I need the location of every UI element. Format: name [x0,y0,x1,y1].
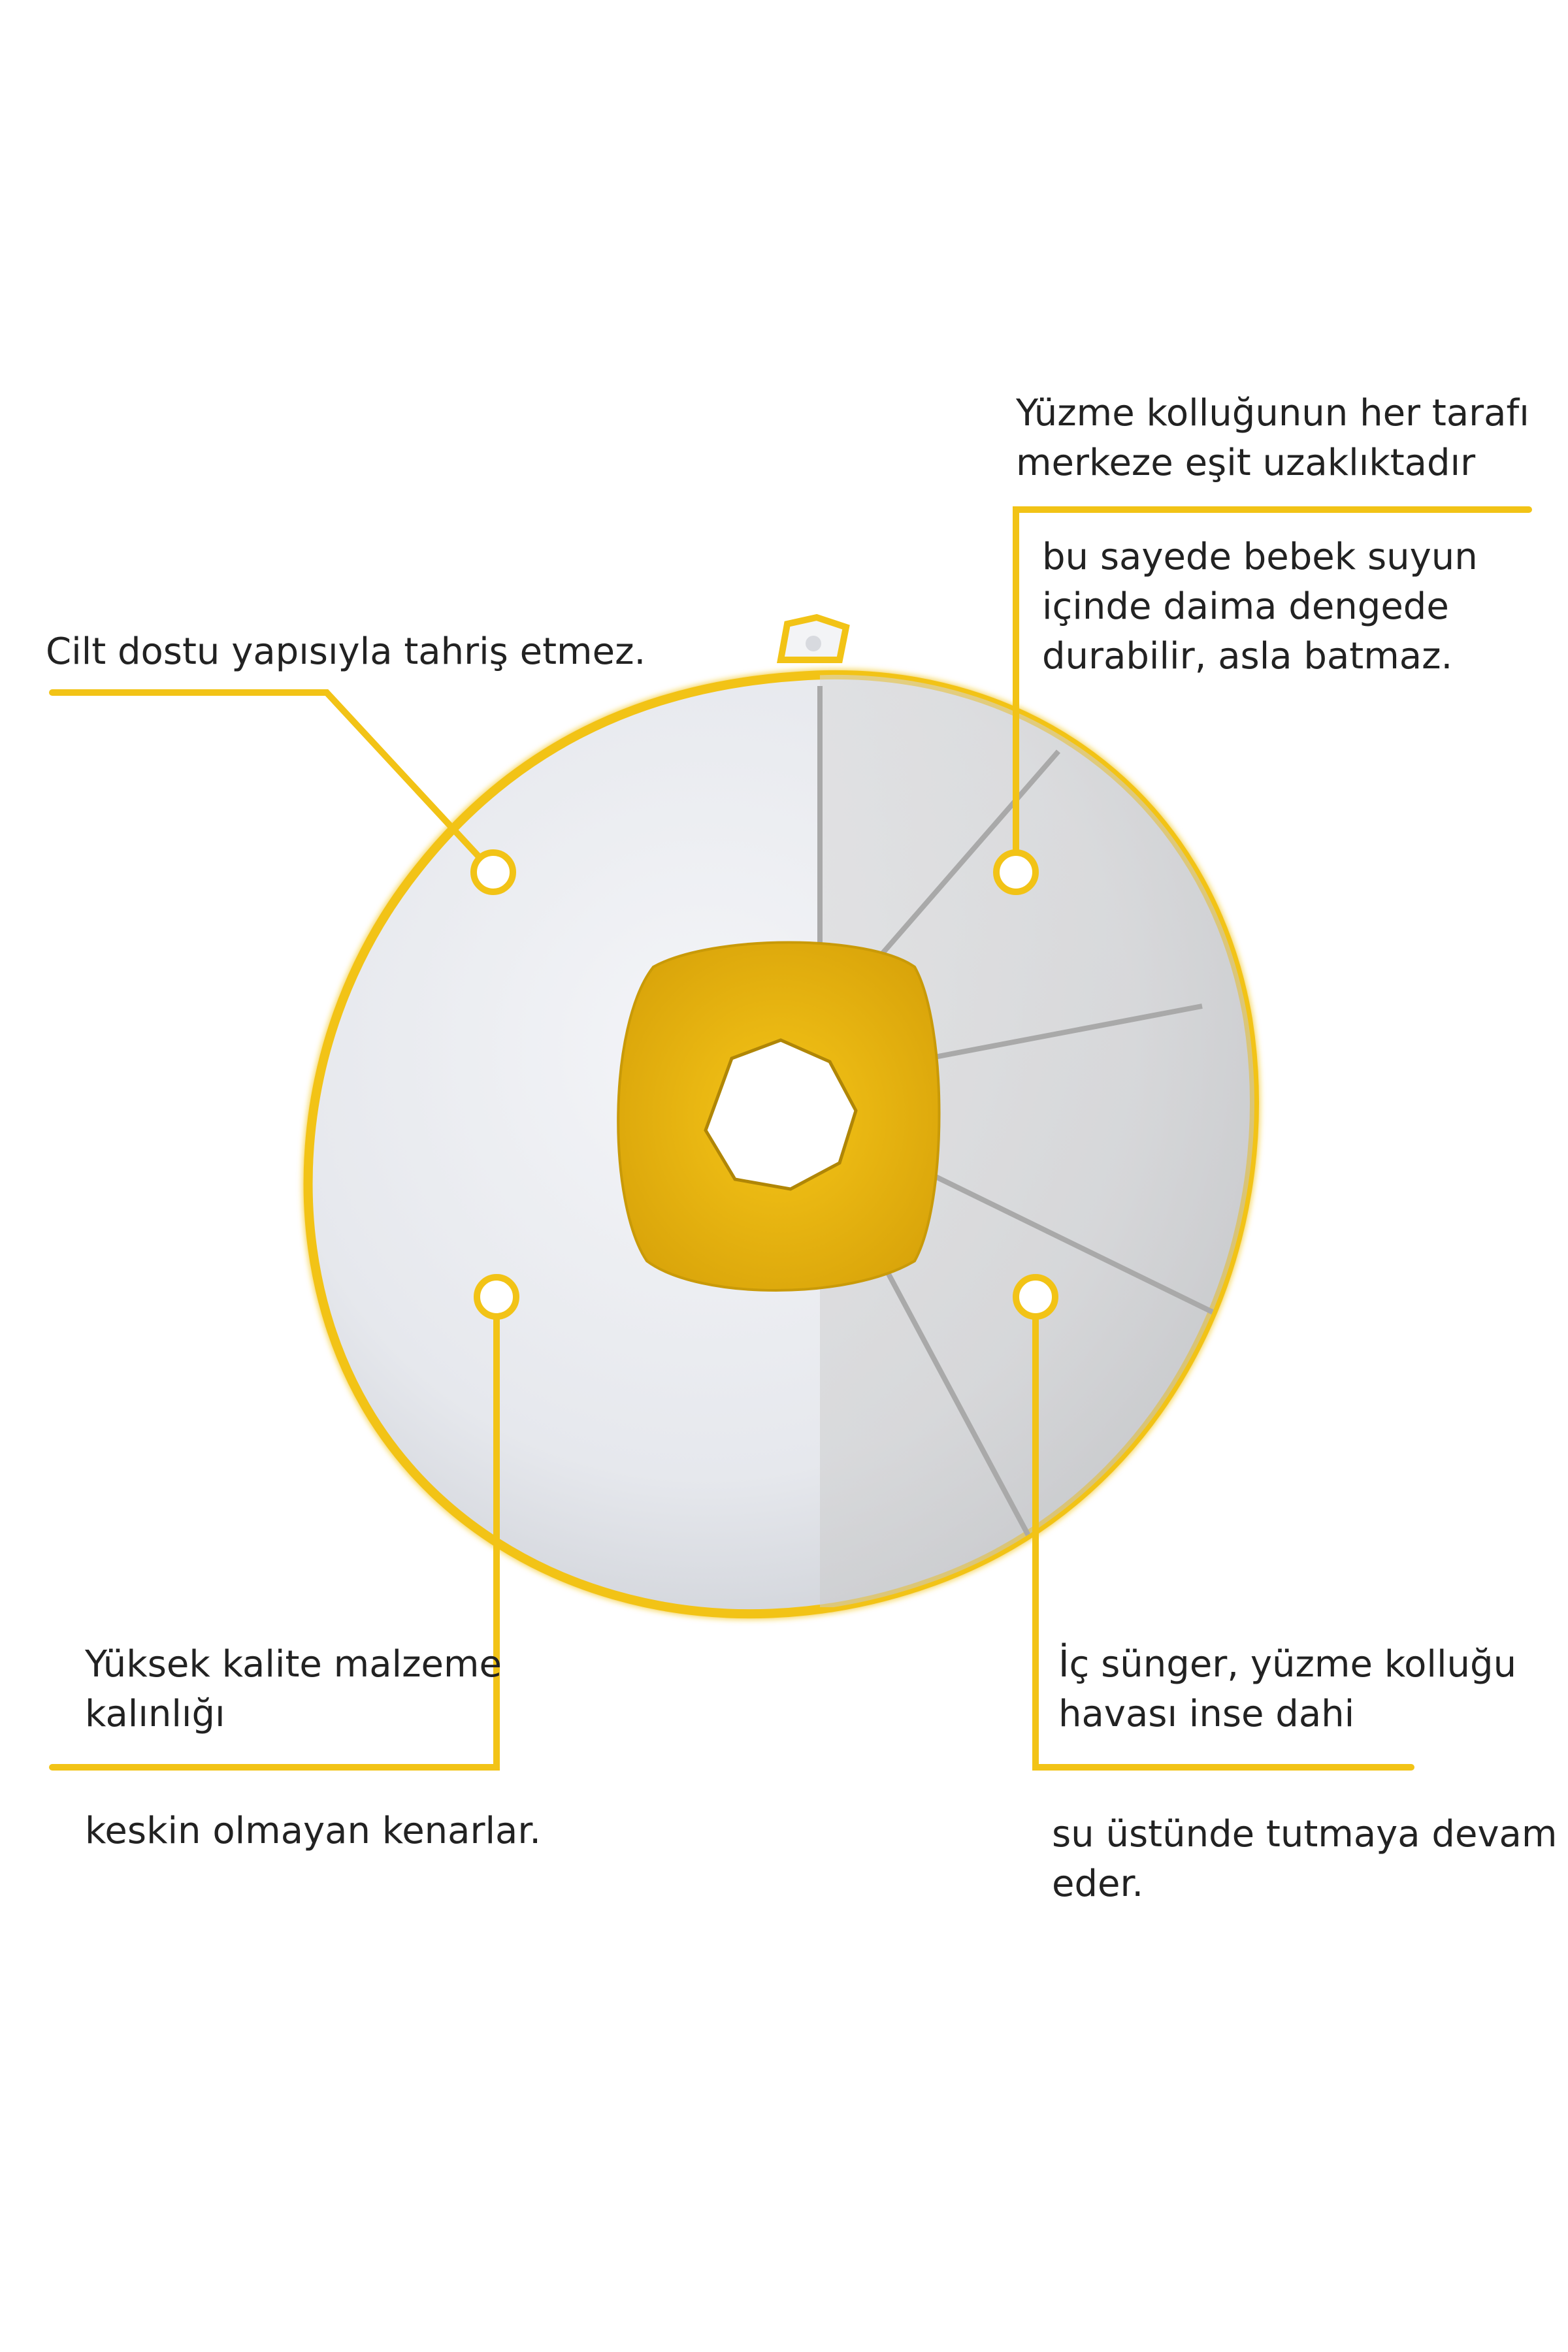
callout-bottom-left-heading: Yüksek kalite malzeme kalınlığı [85,1640,502,1739]
leader-line-top-right [1013,506,1532,875]
callout-bottom-left-line2: kalınlığı [85,1693,225,1735]
callout-top-right-sub3: durabilir, asla batmaz. [1042,635,1453,678]
marker-bottom-left [474,1274,519,1320]
callout-bottom-right-line2: havası inse dahi [1058,1693,1355,1735]
callout-bottom-right-line1: İç sünger, yüzme kolluğu [1058,1643,1517,1686]
marker-bottom-right [1013,1274,1058,1320]
valve-icon [777,613,850,663]
callout-bottom-right-detail: su üstünde tutmaya devam eder. [1052,1810,1557,1909]
callout-bottom-right-heading: İç sünger, yüzme kolluğu havası inse dah… [1058,1640,1516,1739]
callout-top-right-line2: merkeze eşit uzaklıktadır [1016,442,1476,484]
leader-line-top-left [49,689,497,875]
leader-line-bottom-left [49,1294,500,1771]
callout-bottom-right-sub1: su üstünde tutmaya devam [1052,1813,1558,1855]
callout-top-right-heading: Yüzme kolluğunun her tarafı merkeze eşit… [1016,389,1529,488]
callout-top-right-detail: bu sayede bebek suyun içinde daima denge… [1042,532,1478,681]
callout-lines [49,506,1532,1771]
callout-bottom-left-line1: Yüksek kalite malzeme [85,1643,502,1686]
callout-bottom-left-sub1: keskin olmayan kenarlar. [85,1810,542,1852]
callout-top-left: Cilt dostu yapısıyla tahriş etmez. [46,627,645,677]
marker-top-left [470,849,516,895]
callout-top-left-line1: Cilt dostu yapısıyla tahriş etmez. [46,630,646,673]
callout-bottom-right-sub2: eder. [1052,1863,1144,1905]
sponge-seams [817,686,1230,1556]
callout-markers [470,849,1058,1320]
leader-line-bottom-right [1032,1294,1414,1771]
marker-top-right [993,849,1039,895]
callout-top-right-sub2: içinde daima dengede [1042,585,1449,628]
callout-bottom-left-detail: keskin olmayan kenarlar. [85,1806,541,1856]
callout-top-right-line1: Yüzme kolluğunun her tarafı [1016,392,1529,434]
core-hole [704,1038,858,1191]
callout-top-right-sub1: bu sayede bebek suyun [1042,536,1478,578]
swim-ring [303,613,1259,1619]
